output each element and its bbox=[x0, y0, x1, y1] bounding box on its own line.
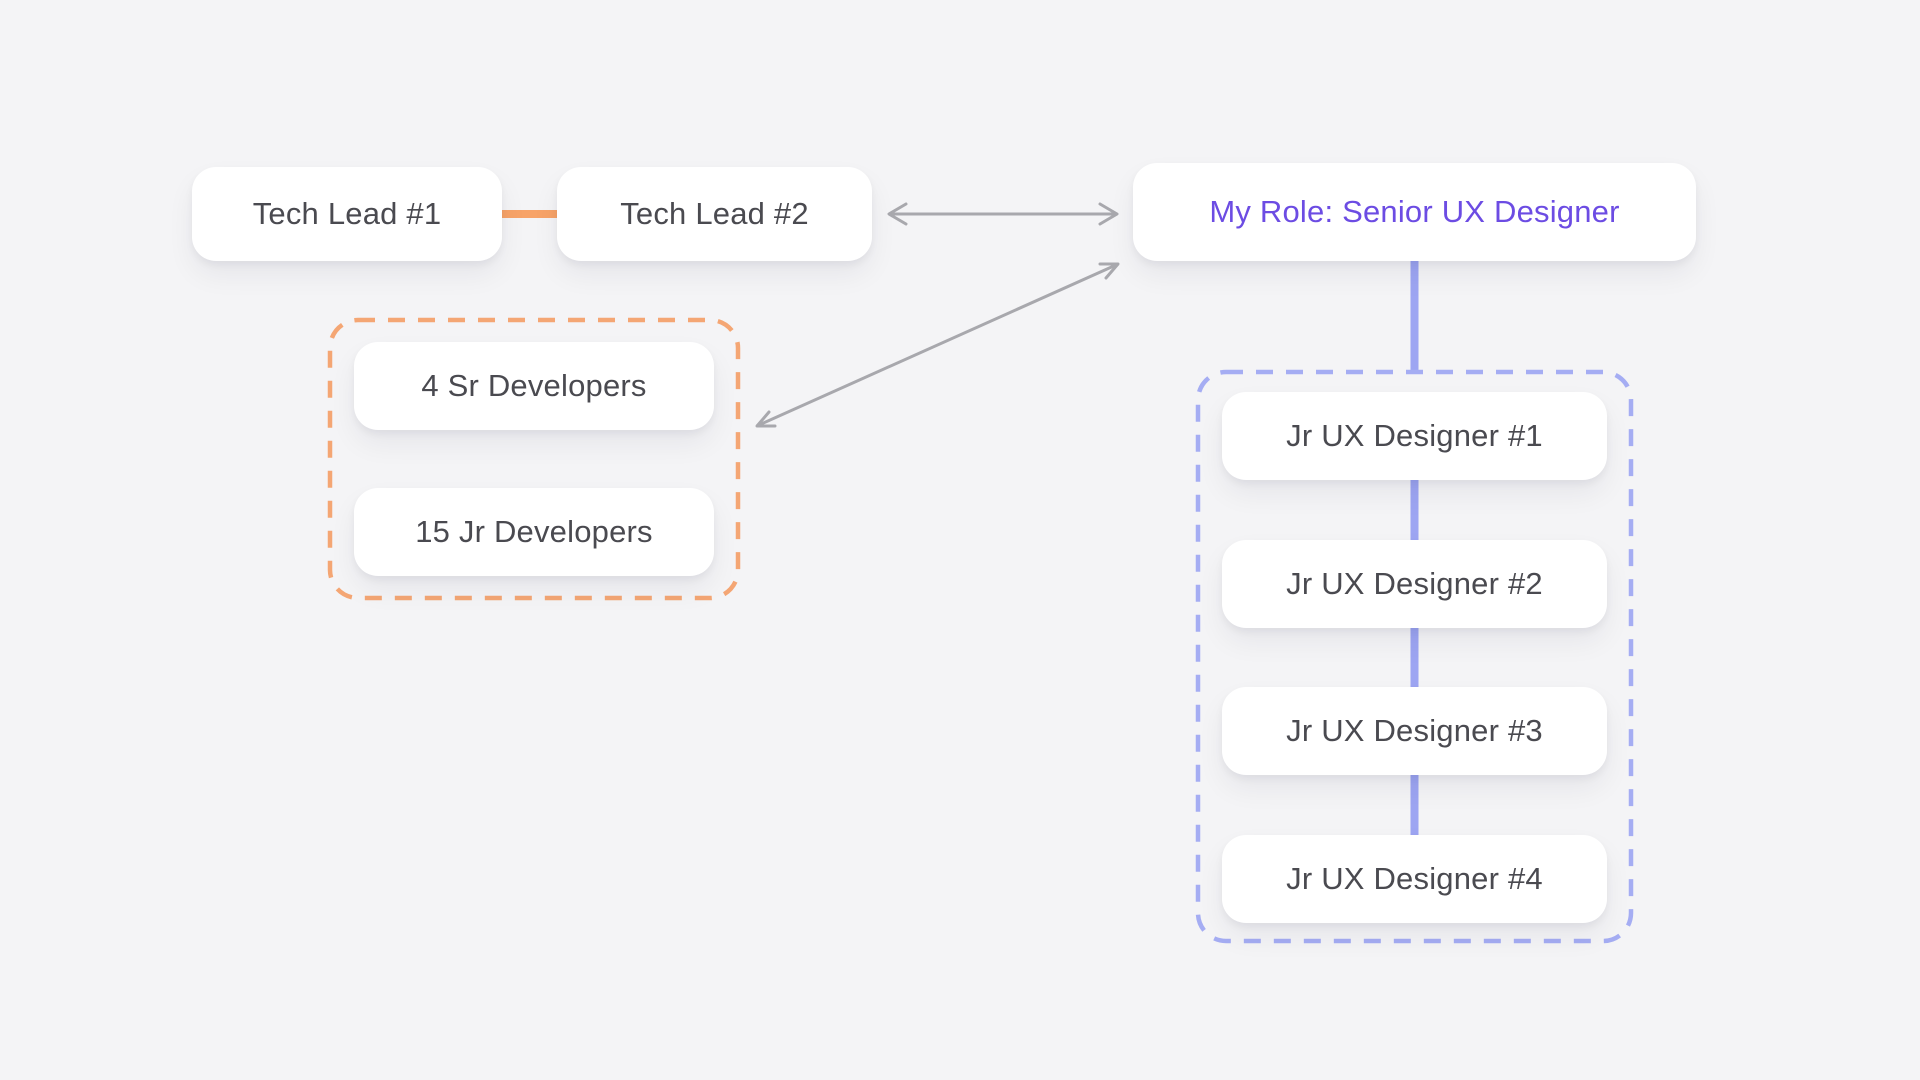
tech-lead-to-my-role-arrow bbox=[887, 202, 1119, 226]
node-jr-developers[interactable]: 15 Jr Developers bbox=[354, 488, 714, 576]
node-jr-ux-designer-4-label: Jr UX Designer #4 bbox=[1286, 860, 1543, 896]
node-sr-developers[interactable]: 4 Sr Developers bbox=[354, 342, 714, 430]
node-my-role[interactable]: My Role: Senior UX Designer bbox=[1133, 163, 1696, 261]
node-jr-ux-designer-1[interactable]: Jr UX Designer #1 bbox=[1222, 392, 1607, 480]
node-tech-lead-1[interactable]: Tech Lead #1 bbox=[192, 167, 502, 261]
node-tech-lead-2[interactable]: Tech Lead #2 bbox=[557, 167, 872, 261]
node-tech-lead-2-label: Tech Lead #2 bbox=[620, 196, 809, 231]
ux-team-group-border bbox=[1195, 369, 1634, 944]
node-jr-ux-designer-1-label: Jr UX Designer #1 bbox=[1286, 418, 1543, 453]
node-jr-developers-label: 15 Jr Developers bbox=[415, 514, 653, 549]
node-jr-ux-designer-3-label: Jr UX Designer #3 bbox=[1286, 713, 1543, 749]
node-sr-developers-label: 4 Sr Developers bbox=[421, 368, 647, 403]
dev-team-group: 4 Sr Developers 15 Jr Developers bbox=[328, 318, 740, 600]
node-jr-ux-designer-3[interactable]: Jr UX Designer #3 bbox=[1222, 687, 1607, 776]
node-jr-ux-designer-2-label: Jr UX Designer #2 bbox=[1286, 565, 1543, 601]
node-jr-ux-designer-4[interactable]: Jr UX Designer #4 bbox=[1222, 834, 1607, 923]
node-tech-lead-1-label: Tech Lead #1 bbox=[252, 196, 442, 231]
node-my-role-label: My Role: Senior UX Designer bbox=[1209, 194, 1620, 229]
my-role-to-dev-team-arrow bbox=[755, 262, 1120, 428]
node-jr-ux-designer-2[interactable]: Jr UX Designer #2 bbox=[1222, 539, 1607, 628]
ux-team-group: Jr UX Designer #1 Jr UX Designer #2 Jr U… bbox=[1196, 370, 1633, 943]
